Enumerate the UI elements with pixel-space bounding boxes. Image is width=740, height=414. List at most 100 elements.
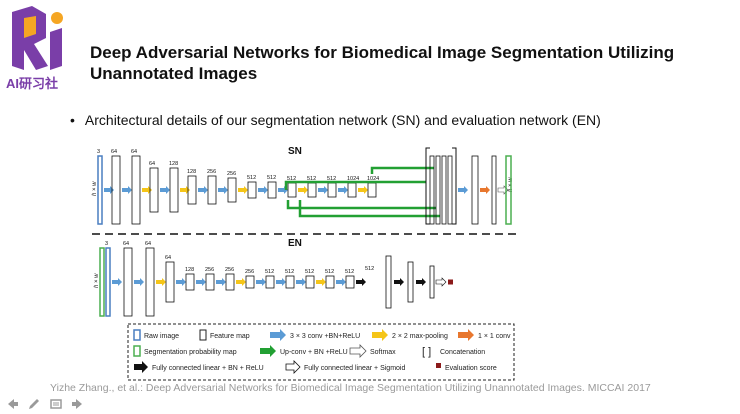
en-input-size: h × w	[94, 273, 100, 288]
sn-raw-image	[97, 155, 103, 225]
concat-bracket-open	[425, 147, 430, 225]
channel-label: 3	[105, 241, 108, 247]
menu-icon[interactable]	[48, 396, 64, 412]
conv-arrow	[134, 278, 144, 286]
arrow-right-icon[interactable]	[70, 396, 86, 412]
en-feature-map	[123, 247, 133, 317]
citation: Yizhe Zhang., et al.: Deep Adversarial N…	[50, 382, 651, 394]
eval-score-swatch	[436, 363, 441, 368]
channel-label: 512	[325, 269, 334, 275]
channel-label: 512	[345, 269, 354, 275]
pen-icon[interactable]	[26, 396, 42, 412]
fc-arrow-icon	[134, 361, 148, 373]
conv-arrow-icon	[270, 329, 286, 341]
en-raw-image	[105, 247, 111, 317]
fc-sigmoid-arrow	[435, 277, 447, 287]
bullet-dot: •	[70, 112, 75, 128]
sn-feature-map	[307, 182, 317, 198]
en-feature-map	[165, 261, 175, 303]
sn-feature-map	[327, 182, 337, 198]
en-feature-map	[205, 273, 215, 291]
bullet-item: • Architectural details of our segmentati…	[70, 112, 601, 128]
concat-bracket-icon: [ ]	[422, 346, 431, 358]
sn-decoder-map	[447, 155, 453, 225]
channel-label: 512	[305, 269, 314, 275]
maxpool-arrow	[316, 278, 326, 286]
sn-label: SN	[288, 146, 302, 157]
channel-label: 512	[247, 175, 256, 181]
sn-decoder-map	[429, 155, 435, 225]
raw-image-swatch	[133, 329, 141, 341]
channel-label: 512	[285, 269, 294, 275]
maxpool-arrow-icon	[372, 329, 388, 341]
conv-arrow	[112, 278, 122, 286]
legend-maxpool: 2 × 2 max-pooling	[392, 333, 448, 340]
sn-feature-map	[169, 167, 179, 213]
maxpool-arrow	[142, 186, 152, 194]
sn-feature-map	[227, 177, 237, 203]
en-seg-prob-map	[99, 247, 105, 317]
en-feature-map	[245, 275, 255, 289]
legend-conv: 3 × 3 conv +BN+ReLU	[290, 333, 360, 340]
conv-arrow	[276, 278, 286, 286]
conv-arrow	[256, 278, 266, 286]
channel-label: 128	[169, 161, 178, 167]
fc-sigmoid-arrow-icon	[285, 360, 301, 374]
channel-label: 256	[225, 267, 234, 273]
maxpool-arrow	[236, 278, 246, 286]
en-feature-map	[145, 247, 155, 317]
legend-upconv: Up-conv + BN +ReLU	[280, 349, 348, 356]
en-feature-map	[265, 275, 275, 289]
maxpool-arrow	[238, 186, 248, 194]
sn-feature-map	[131, 155, 141, 225]
conv-arrow	[258, 186, 268, 194]
logo-mark-icon	[12, 6, 63, 70]
conv-arrow	[104, 186, 114, 194]
channel-label: 512	[365, 266, 374, 272]
channel-label: 3	[97, 149, 100, 155]
sn-feature-map	[187, 175, 197, 205]
channel-label: 1024	[367, 176, 379, 182]
maxpool-arrow	[156, 278, 166, 286]
sn-decoder-map	[435, 155, 441, 225]
sn-feature-map	[111, 155, 121, 225]
channel-label: 128	[185, 267, 194, 273]
en-feature-map	[345, 275, 355, 289]
sn-feature-map	[207, 175, 217, 205]
conv-arrow	[122, 186, 132, 194]
maxpool-arrow	[298, 186, 308, 194]
skip-connection-2	[286, 200, 436, 210]
channel-label: 1024	[347, 176, 359, 182]
channel-label: 512	[267, 175, 276, 181]
channel-label: 256	[207, 169, 216, 175]
legend-fc-sigmoid: Fully connected linear + Sigmoid	[304, 365, 405, 372]
conv-arrow	[196, 278, 206, 286]
conv-arrow	[198, 186, 208, 194]
channel-label: 512	[307, 176, 316, 182]
bullet-text: Architectural details of our segmentatio…	[84, 112, 601, 128]
en-feature-map	[305, 275, 315, 289]
maxpool-arrow	[180, 186, 190, 194]
sn-feature-map	[347, 182, 357, 198]
sn-feature-map	[367, 182, 377, 198]
channel-label: 64	[149, 161, 155, 167]
en-label: EN	[288, 238, 302, 249]
arrow-left-icon[interactable]	[4, 396, 20, 412]
channel-label: 256	[227, 171, 236, 177]
en-fc-layer	[429, 265, 435, 299]
channel-label: 64	[111, 149, 117, 155]
legend-conv1x1: 1 × 1 conv	[478, 333, 511, 340]
fc-arrow	[416, 278, 426, 286]
en-fc-layer	[407, 261, 414, 303]
fc-arrow	[394, 278, 404, 286]
conv-arrow	[458, 186, 468, 194]
evaluation-score	[448, 279, 453, 285]
legend-eval-score: Evaluation score	[445, 365, 497, 372]
conv-arrow	[338, 186, 348, 194]
channel-label: 64	[131, 149, 137, 155]
skip-connection-3	[298, 200, 440, 218]
